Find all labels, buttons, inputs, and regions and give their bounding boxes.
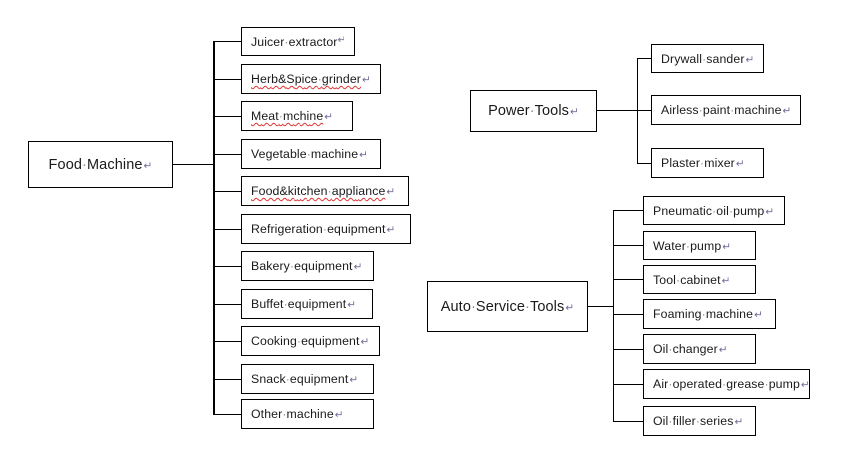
connector-stub (613, 279, 643, 280)
node-label: Food·Machine↵ (48, 156, 153, 173)
node-meat-mchine[interactable]: Meat·mchine↵ (241, 101, 353, 131)
connector-stub (613, 384, 643, 385)
node-label: Oil·filler·series↵ (653, 414, 744, 428)
node-buffet-equipment[interactable]: Buffet·equipment↵ (241, 289, 373, 319)
node-tool-cabinet[interactable]: Tool·cabinet↵ (643, 265, 756, 294)
node-refrigeration-equipment[interactable]: Refrigeration·equipment↵ (241, 214, 411, 244)
node-label: Snack·equipment↵ (251, 372, 359, 386)
node-label: Water·pump↵ (653, 238, 732, 253)
connector-root-power-tools (597, 110, 637, 111)
connector-stub (637, 58, 651, 59)
node-label: Juicer·extractor↵ (251, 33, 345, 49)
node-air-operated-grease-pump[interactable]: Air·operated·grease·pump↵ (643, 369, 810, 399)
node-cooking-equipment[interactable]: Cooking·equipment↵ (241, 326, 380, 356)
node-label: Air·operated·grease·pump↵ (653, 377, 810, 391)
node-label: Plaster·mixer↵ (661, 156, 745, 170)
node-auto-service-tools[interactable]: Auto·Service·Tools↵ (427, 281, 588, 332)
node-label: Oil·changer↵ (653, 342, 728, 356)
node-label: Power·Tools↵ (488, 103, 579, 119)
node-oil-changer[interactable]: Oil·changer↵ (643, 334, 756, 364)
connector-stub (213, 154, 241, 155)
node-label: Auto·Service·Tools↵ (440, 298, 575, 315)
node-label: Other·machine↵ (251, 407, 344, 421)
node-water-pump[interactable]: Water·pump↵ (643, 231, 756, 260)
node-label: Food&kitchen·appliance↵ (251, 184, 396, 198)
node-herb-spice-grinder[interactable]: Herb&Spice·grinder↵ (241, 64, 381, 94)
connector-stub (213, 79, 241, 80)
connector-stub (613, 349, 643, 350)
node-label: Airless·paint·machine↵ (661, 103, 792, 117)
node-power-tools[interactable]: Power·Tools↵ (470, 90, 597, 132)
node-food-machine[interactable]: Food·Machine↵ (28, 141, 173, 188)
node-plaster-mixer[interactable]: Plaster·mixer↵ (651, 148, 764, 178)
node-label: Pneumatic·oil·pump↵ (653, 203, 775, 218)
connector-stub (613, 421, 643, 422)
connector-stub (637, 110, 651, 111)
connector-stub (213, 414, 241, 415)
node-pneumatic-oil-pump[interactable]: Pneumatic·oil·pump↵ (643, 196, 785, 225)
node-label: Tool·cabinet↵ (653, 272, 731, 287)
connector-stub (213, 191, 241, 192)
node-label: Buffet·equipment↵ (251, 297, 357, 311)
node-food-kitchen-appliance[interactable]: Food&kitchen·appliance↵ (241, 176, 409, 206)
node-snack-equipment[interactable]: Snack·equipment↵ (241, 364, 374, 394)
connector-root-food-machine (173, 164, 214, 165)
connector-stub (213, 116, 241, 117)
node-other-machine[interactable]: Other·machine↵ (241, 399, 374, 429)
node-label: Refrigeration·equipment↵ (251, 222, 396, 236)
connector-trunk-food-machine (213, 41, 215, 414)
connector-stub (613, 314, 643, 315)
connector-stub (213, 304, 241, 305)
connector-stub (613, 210, 643, 211)
node-label: Foaming·machine↵ (653, 307, 763, 321)
connector-stub (213, 341, 241, 342)
node-label: Vegetable·machine↵ (251, 147, 369, 161)
node-airless-paint-machine[interactable]: Airless·paint·machine↵ (651, 95, 801, 125)
node-juicer-extractor[interactable]: Juicer·extractor↵ (241, 27, 355, 56)
node-label: Meat·mchine↵ (251, 109, 334, 123)
node-vegetable-machine[interactable]: Vegetable·machine↵ (241, 139, 381, 169)
node-drywall-sander[interactable]: Drywall·sander↵ (651, 44, 764, 73)
connector-stub (213, 266, 241, 267)
connector-stub (637, 163, 651, 164)
node-label: Bakery·equipment↵ (251, 259, 363, 273)
node-bakery-equipment[interactable]: Bakery·equipment↵ (241, 251, 374, 281)
node-label: Herb&Spice·grinder↵ (251, 72, 371, 86)
connector-stub (613, 245, 643, 246)
connector-root-auto-service-tools (588, 306, 613, 307)
node-oil-filler-series[interactable]: Oil·filler·series↵ (643, 406, 756, 436)
node-label: Drywall·sander↵ (661, 51, 755, 66)
connector-stub (213, 379, 241, 380)
node-label: Cooking·equipment↵ (251, 334, 370, 348)
connector-trunk-auto-service-tools (613, 210, 614, 421)
node-foaming-machine[interactable]: Foaming·machine↵ (643, 299, 776, 329)
connector-stub (213, 41, 241, 42)
connector-stub (213, 229, 241, 230)
